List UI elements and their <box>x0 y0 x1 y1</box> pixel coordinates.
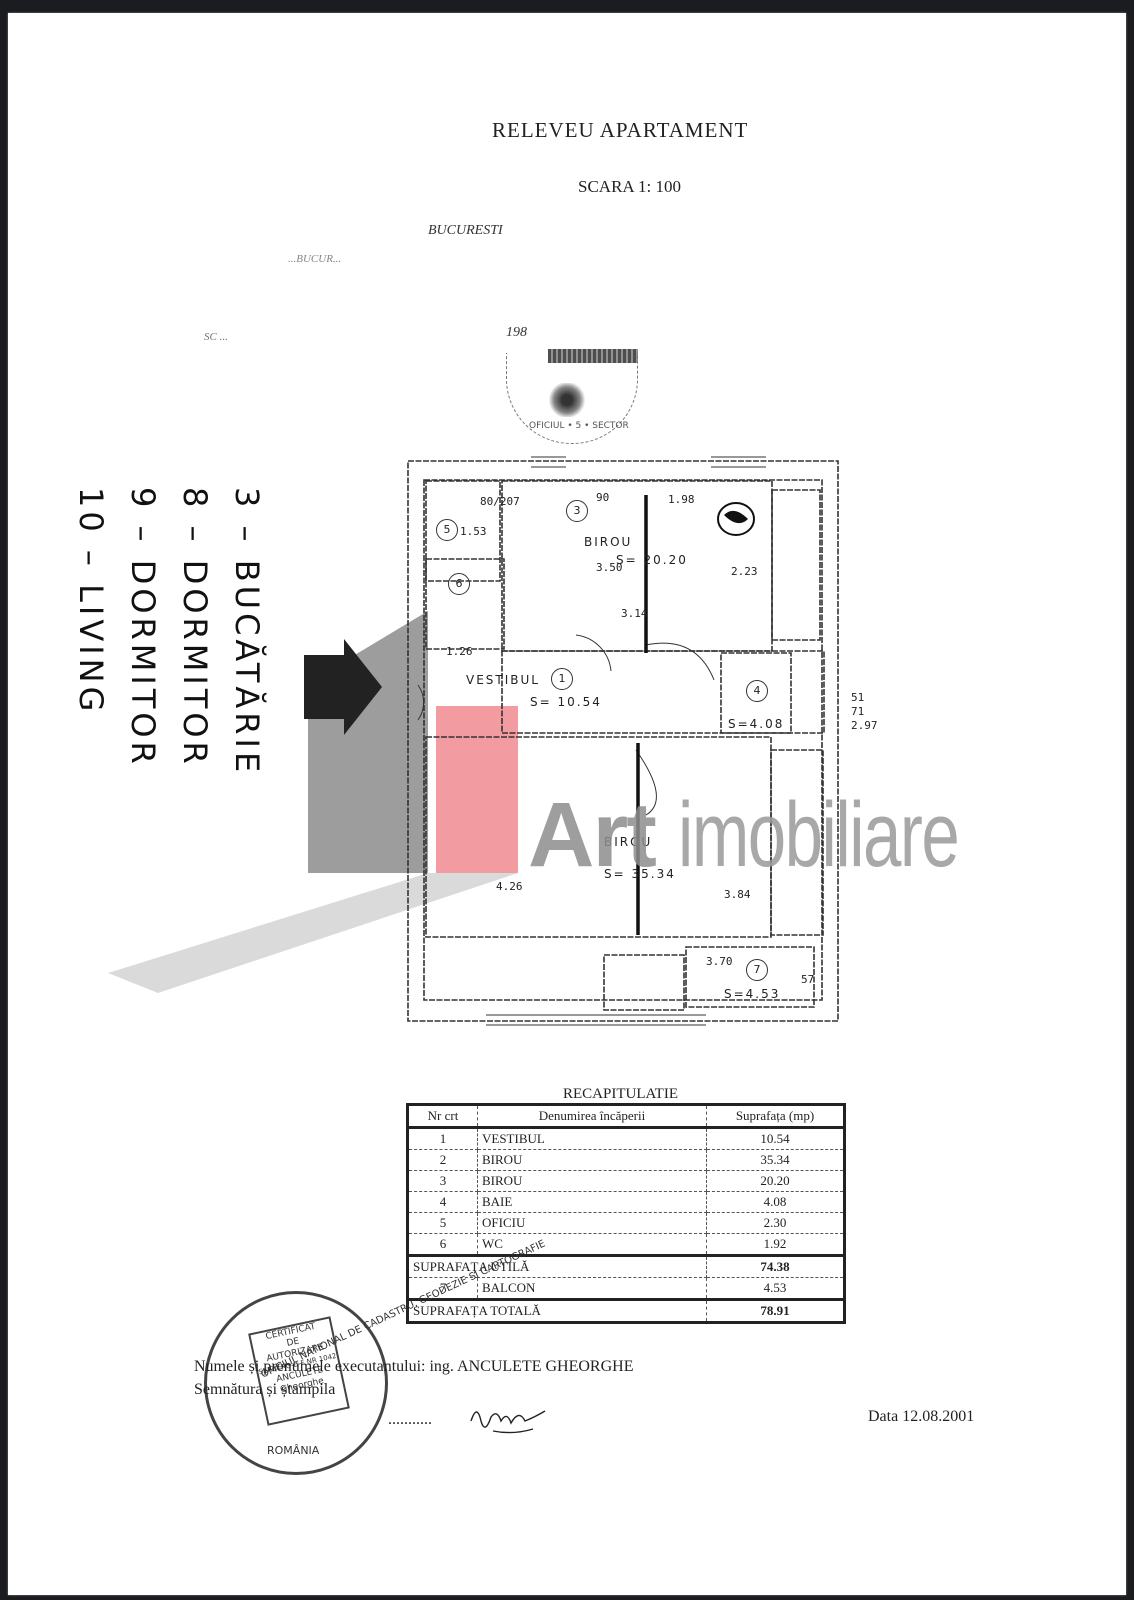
room-number-1: 1 <box>551 668 573 690</box>
address-line-3: SC ... <box>204 331 228 343</box>
watermark-accent-block <box>436 706 518 873</box>
col-header-name: Denumirea încăperii <box>477 1104 707 1129</box>
executant-name: Numele și prenumele executantului: ing. … <box>194 1358 634 1375</box>
signature-dots: ........... <box>388 1411 432 1428</box>
room-number-3: 3 <box>566 500 588 522</box>
entrance-arrow-icon <box>304 639 382 735</box>
address-number: 198 <box>506 325 527 340</box>
coat-of-arms-icon <box>547 383 587 417</box>
cadastre-stamp: OFICIUL NATIONAL DE CADASTRU, GEODEZIE S… <box>204 1238 547 1475</box>
watermark-brand: Art imobiliare <box>528 784 960 886</box>
document-scale: SCARA 1: 100 <box>578 177 681 196</box>
floor-plan: 3 BIROU S= 20.20 5 1.53 6 VESTIBUL 1 S= … <box>406 455 878 1040</box>
room-3-area: S= 20.20 <box>616 553 688 567</box>
recap-title: RECAPITULATIE <box>563 1086 678 1102</box>
col-header-nr: Nr crt <box>407 1104 478 1129</box>
room-number-7: 7 <box>746 959 768 981</box>
signature-label: Semnătura și ștampila <box>194 1381 336 1398</box>
room-2-name: BIROU <box>604 835 653 849</box>
document-page: RELEVEU APARTAMENT SCARA 1: 100 BUCUREST… <box>8 13 1126 1595</box>
col-header-area: Suprafața (mp) <box>706 1104 845 1129</box>
room-4-area: S=4.08 <box>728 717 785 731</box>
signature-scribble <box>470 1410 546 1434</box>
address-city: BUCURESTI <box>428 223 503 238</box>
office-seal: OFICIUL • 5 • SECTOR <box>506 353 638 444</box>
date-field: Data 12.08.2001 <box>868 1408 975 1425</box>
room-2-area: S= 35.34 <box>604 867 676 881</box>
recap-table: Nr crt Denumirea încăperii Suprafața (mp… <box>406 1103 846 1324</box>
handwritten-room-mark-8 <box>717 502 755 536</box>
floor-plan-walls <box>407 456 839 1026</box>
room-number-5: 5 <box>436 519 458 541</box>
address-line-2: ...BUCUR... <box>288 253 342 265</box>
room-number-4: 4 <box>746 680 768 702</box>
watermark-brush-stroke <box>108 873 518 993</box>
room-3-name: BIROU <box>584 535 633 549</box>
room-5-area: 1.53 <box>460 525 487 538</box>
room-7-area: S=4.53 <box>724 987 781 1001</box>
document-title: RELEVEU APARTAMENT <box>492 118 749 142</box>
room-1-name: VESTIBUL <box>466 673 540 687</box>
room-number-6: 6 <box>448 573 470 595</box>
watermark-logo <box>108 611 518 993</box>
room-1-area: S= 10.54 <box>530 695 602 709</box>
